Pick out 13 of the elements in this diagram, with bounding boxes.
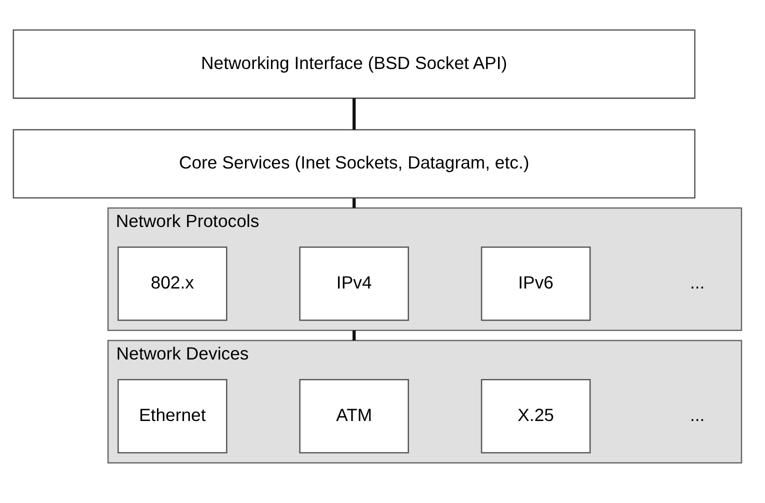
node-box: 802.x [118, 246, 228, 321]
node-box: IPv4 [299, 246, 409, 321]
node-box: IPv6 [480, 246, 591, 321]
connector [352, 330, 356, 340]
label: ... [690, 404, 705, 425]
connector [352, 98, 356, 130]
connector [352, 198, 356, 208]
node-box: X.25 [480, 378, 591, 454]
node-box: Core Services (Inet Sockets, Datagram, etc.) [12, 129, 696, 198]
node-box: Ethernet [118, 378, 228, 454]
node-box: ATM [299, 378, 409, 454]
node-box: Networking Interface (BSD Socket API) [12, 29, 696, 99]
label: ... [690, 272, 705, 292]
